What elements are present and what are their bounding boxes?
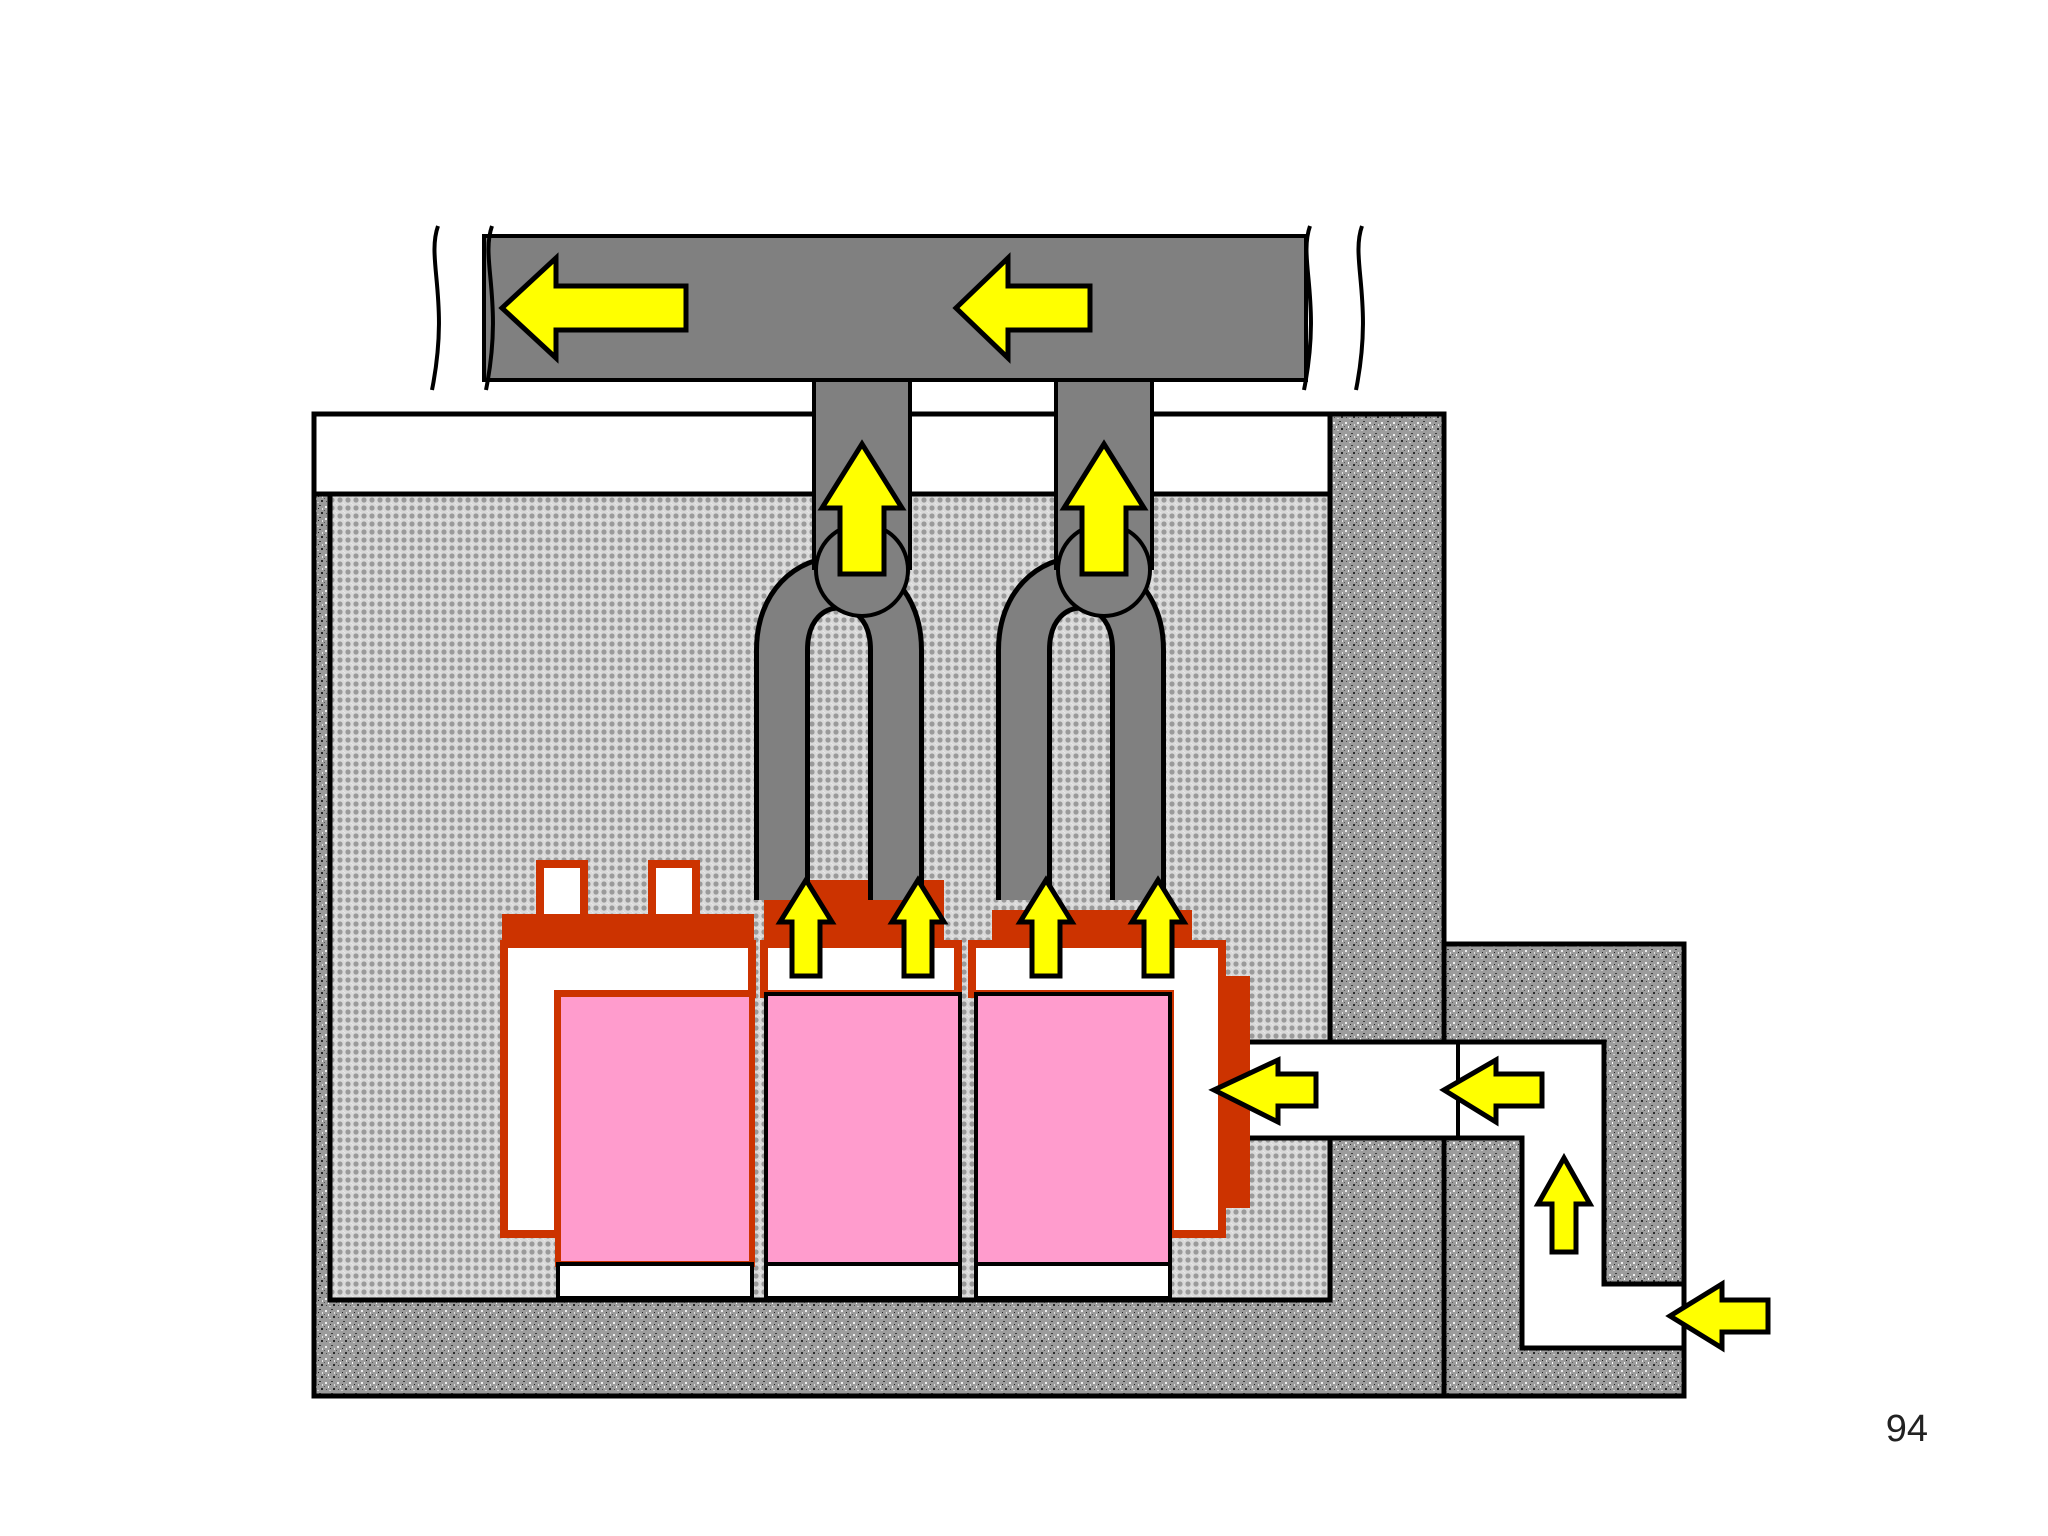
arrow-up-icon (1533, 1152, 1595, 1255)
airflow-arrows (498, 252, 1771, 1353)
cell-jar (764, 992, 962, 1266)
cell-base (556, 1262, 754, 1300)
arrow-left-icon (952, 252, 1093, 364)
duct-break-mark (484, 225, 495, 391)
arrow-up-icon (887, 875, 949, 979)
arrow-left-icon (1208, 1056, 1319, 1127)
cell-jar (555, 991, 755, 1267)
cell-base (764, 1262, 962, 1300)
arrow-left-icon (498, 252, 689, 364)
duct-break-mark (430, 225, 441, 391)
page-number: 94 (1885, 1408, 1928, 1450)
cell-jar (974, 992, 1172, 1266)
duct-break-mark (1302, 225, 1313, 391)
arrow-left-icon (1439, 1055, 1545, 1127)
battery-cell (500, 860, 756, 1300)
arrow-left-icon (1665, 1279, 1771, 1353)
arrow-up-icon (1015, 875, 1077, 979)
battery-bank (500, 860, 1250, 1300)
intake-duct (1197, 1039, 1687, 1351)
arrow-up-icon (817, 439, 907, 577)
arrow-up-icon (775, 875, 837, 979)
cell-base (974, 1262, 1172, 1300)
arrow-up-icon (1059, 439, 1149, 577)
arrow-up-icon (1127, 875, 1189, 979)
duct-break-mark (1354, 225, 1365, 391)
